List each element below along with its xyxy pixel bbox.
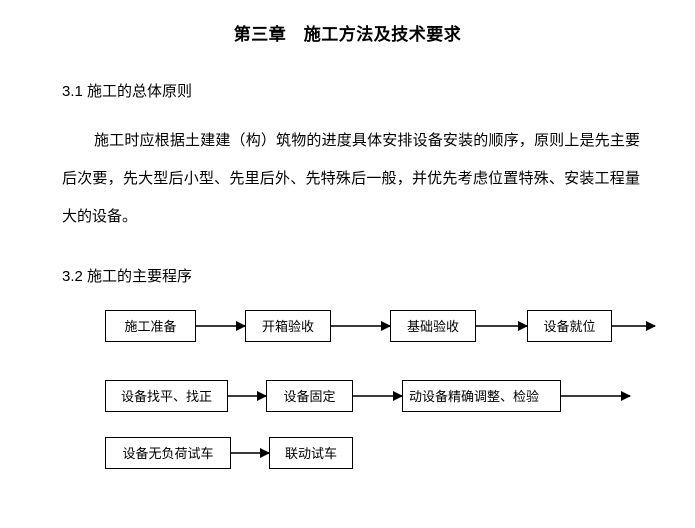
page-title: 第三章 施工方法及技术要求 — [233, 25, 462, 44]
flow-arrow-row1-2 — [331, 325, 390, 327]
flow-box-shebeizhaopingzhaozheng[interactable]: 设备找平、找正 — [105, 380, 228, 412]
flow-box-shigongzhunbei[interactable]: 施工准备 — [105, 310, 196, 342]
flow-box-kaixiangyanshou[interactable]: 开箱验收 — [245, 310, 331, 342]
section-heading-3-1: 3.1 施工的总体原则 — [62, 83, 193, 100]
flow-arrow-row2-1 — [228, 395, 266, 397]
flow-arrow-row2-2 — [353, 395, 402, 397]
flow-arrow-row1-3 — [476, 325, 527, 327]
flow-box-shebeiwufuhetoache[interactable]: 设备无负荷试车 — [105, 437, 231, 469]
section-heading-3-2: 3.2 施工的主要程序 — [62, 268, 193, 285]
flow-box-shebeiguding[interactable]: 设备固定 — [266, 380, 353, 412]
flow-box-shebeijiuwei[interactable]: 设备就位 — [527, 310, 612, 342]
flow-box-dongshebeijingquetiaozhengjianyan[interactable]: 动设备精确调整、检验 — [402, 380, 561, 412]
flow-box-jichuyanshou[interactable]: 基础验收 — [390, 310, 476, 342]
section-paragraph-3-1: 施工时应根据土建建（构）筑物的进度具体安排设备安装的顺序，原则上是先主要后次要，… — [62, 132, 640, 225]
flow-arrow-row1-1 — [196, 325, 245, 327]
flow-box-liandongshiche[interactable]: 联动试车 — [269, 437, 353, 469]
flow-arrow-row3-1 — [231, 452, 269, 454]
flow-arrow-row1-exit — [612, 325, 655, 327]
flow-arrow-row2-exit — [561, 395, 630, 397]
